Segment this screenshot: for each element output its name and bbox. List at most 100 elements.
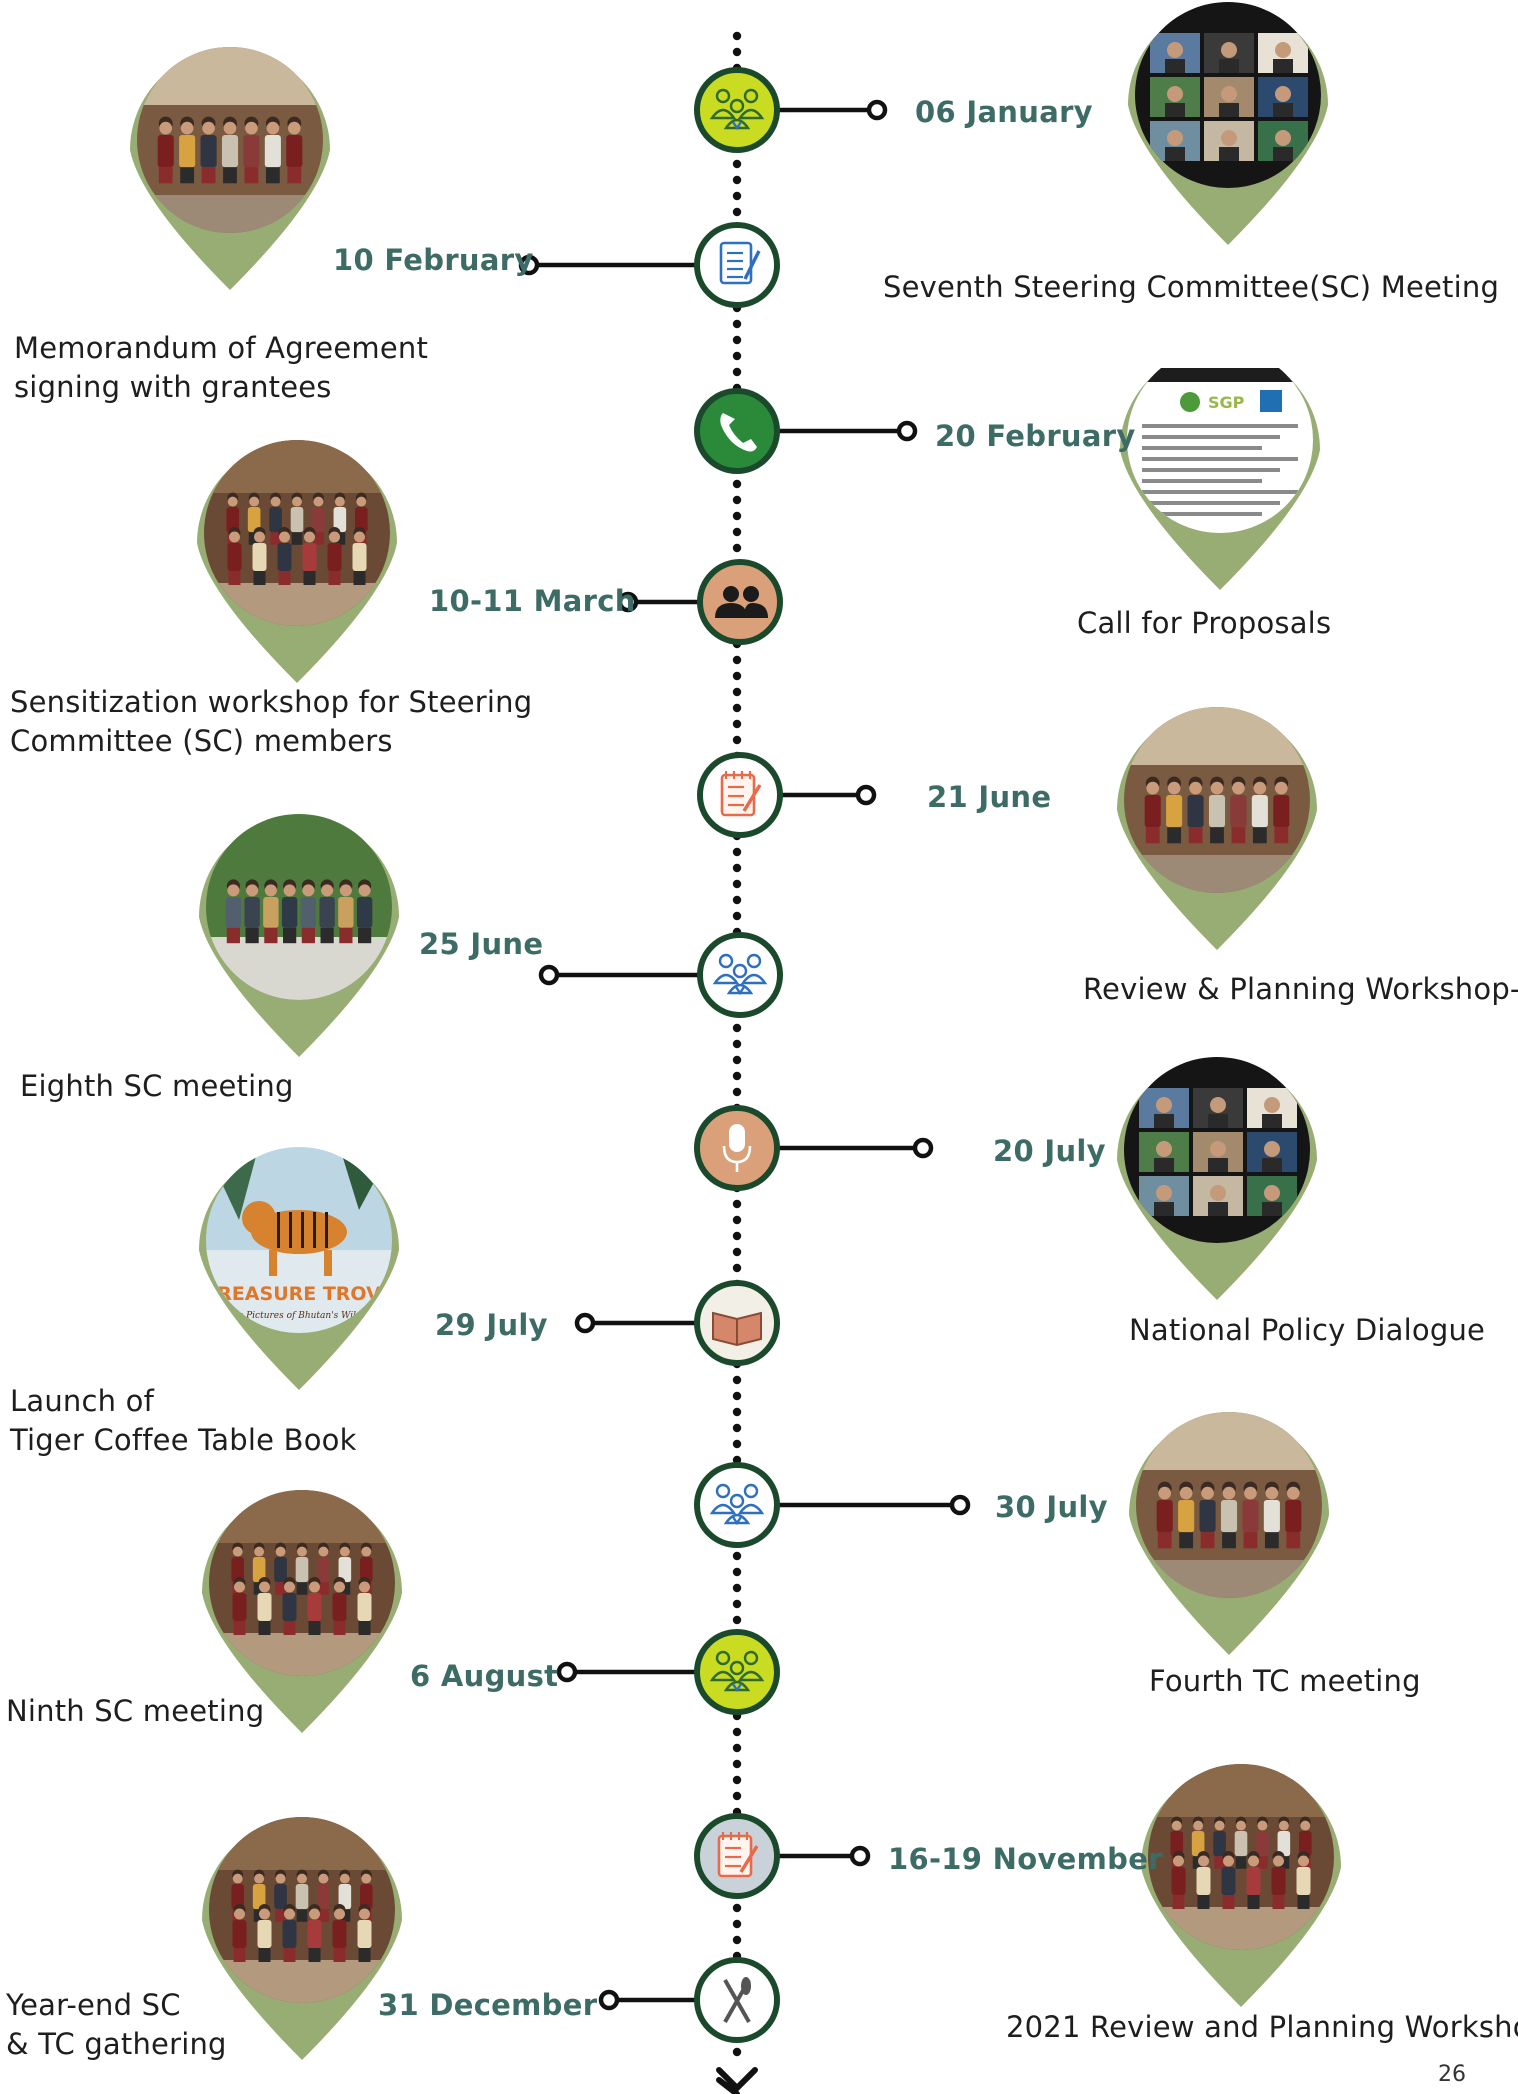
- notepad-icon: [720, 771, 762, 817]
- event-label: Fourth TC meeting: [1149, 1662, 1421, 1701]
- photo-pin: [1117, 707, 1317, 950]
- timeline-node: [697, 752, 783, 838]
- spine-dot: [732, 1551, 742, 1561]
- spine-dot: [732, 511, 742, 521]
- event-label-line: Launch of: [10, 1384, 154, 1418]
- spine-dot: [732, 1039, 742, 1049]
- photo-pin: [1141, 1764, 1341, 2007]
- spine-dot: [732, 1903, 742, 1913]
- spine-dot: [732, 1071, 742, 1081]
- spine-dot: [732, 207, 742, 217]
- connector-end: [849, 1845, 871, 1867]
- team-icon: [709, 1650, 765, 1693]
- spine-dot: [732, 1791, 742, 1801]
- spine-dot: [732, 1215, 742, 1225]
- people-icon: [715, 586, 768, 618]
- spine-dot: [732, 735, 742, 745]
- timeline-node: [694, 388, 780, 474]
- spine-dot: [732, 1567, 742, 1577]
- event-label-line: Ninth SC meeting: [6, 1694, 265, 1728]
- event-date: 25 June: [419, 927, 544, 961]
- event-label-line: Year-end SC: [6, 1988, 181, 2022]
- spine-dot: [732, 1375, 742, 1385]
- spine-dot: [732, 1087, 742, 1097]
- event-date: 06 January: [915, 95, 1093, 129]
- event-label: Year-end SC& TC gathering: [6, 1986, 227, 2064]
- spine-dot: [732, 1423, 742, 1433]
- event-date: 31 December: [378, 1988, 598, 2022]
- timeline-node: [694, 1957, 780, 2043]
- photo-pin: [199, 814, 399, 1057]
- spine-dot: [732, 1919, 742, 1929]
- spine-dot: [732, 1727, 742, 1737]
- connector-end: [866, 99, 888, 121]
- event-label: Call for Proposals: [1077, 604, 1331, 643]
- event-date: 10-11 March: [429, 584, 636, 618]
- event-date: 10 February: [333, 243, 534, 277]
- event-label-line: Call for Proposals: [1077, 606, 1332, 640]
- event-photo: [1135, 2, 1321, 188]
- photo-pin: [202, 1817, 402, 2060]
- event-label-line: Fourth TC meeting: [1149, 1664, 1421, 1698]
- event-label: Ninth SC meeting: [6, 1692, 264, 1731]
- connector-end: [912, 1137, 934, 1159]
- spine-dot: [732, 159, 742, 169]
- connector-end: [598, 1989, 620, 2011]
- event-date: 29 July: [435, 1308, 548, 1342]
- spine-dot: [732, 895, 742, 905]
- timeline-node: [697, 932, 783, 1018]
- spine-dot: [732, 1759, 742, 1769]
- spine-arrow-icon: [716, 2067, 758, 2094]
- spine-dot: [732, 1407, 742, 1417]
- event-label: National Policy Dialogue: [1129, 1311, 1485, 1350]
- event-label-line: Memorandum of Agreement: [14, 331, 429, 365]
- spine-dot: [732, 847, 742, 857]
- event-photo: [1124, 1057, 1310, 1243]
- event-date: 16-19 November: [888, 1842, 1163, 1876]
- spine-dot: [732, 479, 742, 489]
- event-date: 20 July: [993, 1134, 1106, 1168]
- event-label-line: National Policy Dialogue: [1129, 1313, 1486, 1347]
- connector-end: [617, 591, 639, 613]
- event-label-line: Committee (SC) members: [10, 724, 393, 758]
- spine-dot: [732, 335, 742, 345]
- photo-pin: [1128, 2, 1328, 245]
- timeline-node: [694, 1629, 780, 1715]
- spine-dot: [732, 911, 742, 921]
- spine-dot: [732, 543, 742, 553]
- spine-dot: [732, 2047, 742, 2057]
- spine-dot: [732, 1775, 742, 1785]
- timeline-node: [694, 67, 780, 153]
- event-label-line: Review & Planning Workshop-I: [1083, 972, 1518, 1006]
- spine-dot: [732, 1439, 742, 1449]
- book-subtitle-text: Trap Pictures of Bhutan's Wildlife: [222, 1311, 376, 1321]
- spine-dot: [732, 687, 742, 697]
- connector-end: [556, 1661, 578, 1683]
- spine-dot: [732, 1935, 742, 1945]
- spine-dot: [732, 1231, 742, 1241]
- spine-dot: [732, 1023, 742, 1033]
- page-number: 26: [1438, 2062, 1466, 2087]
- event-photo: SGP: [1127, 347, 1313, 533]
- event-label: 2021 Review and Planning Workshop: [1006, 2008, 1518, 2047]
- spine-dot: [732, 671, 742, 681]
- utensils-icon: [723, 1977, 751, 2023]
- spine-dot: [732, 863, 742, 873]
- microphone-icon: [722, 1124, 752, 1172]
- timeline-node: [694, 1105, 780, 1191]
- event-label-line: 2021 Review and Planning Workshop: [1006, 2010, 1518, 2044]
- spine-dot: [732, 879, 742, 889]
- event-label: Review & Planning Workshop-I: [1083, 970, 1518, 1009]
- timeline-node: [694, 1462, 780, 1548]
- spine-dot: [732, 47, 742, 57]
- spine-dot: [732, 1615, 742, 1625]
- photo-pin: [1129, 1412, 1329, 1655]
- team-icon: [709, 1483, 765, 1526]
- book-title-text: TREASURE TROVE: [204, 1283, 394, 1305]
- spine-dot: [732, 719, 742, 729]
- connector-end: [896, 420, 918, 442]
- event-label: Eighth SC meeting: [20, 1067, 294, 1106]
